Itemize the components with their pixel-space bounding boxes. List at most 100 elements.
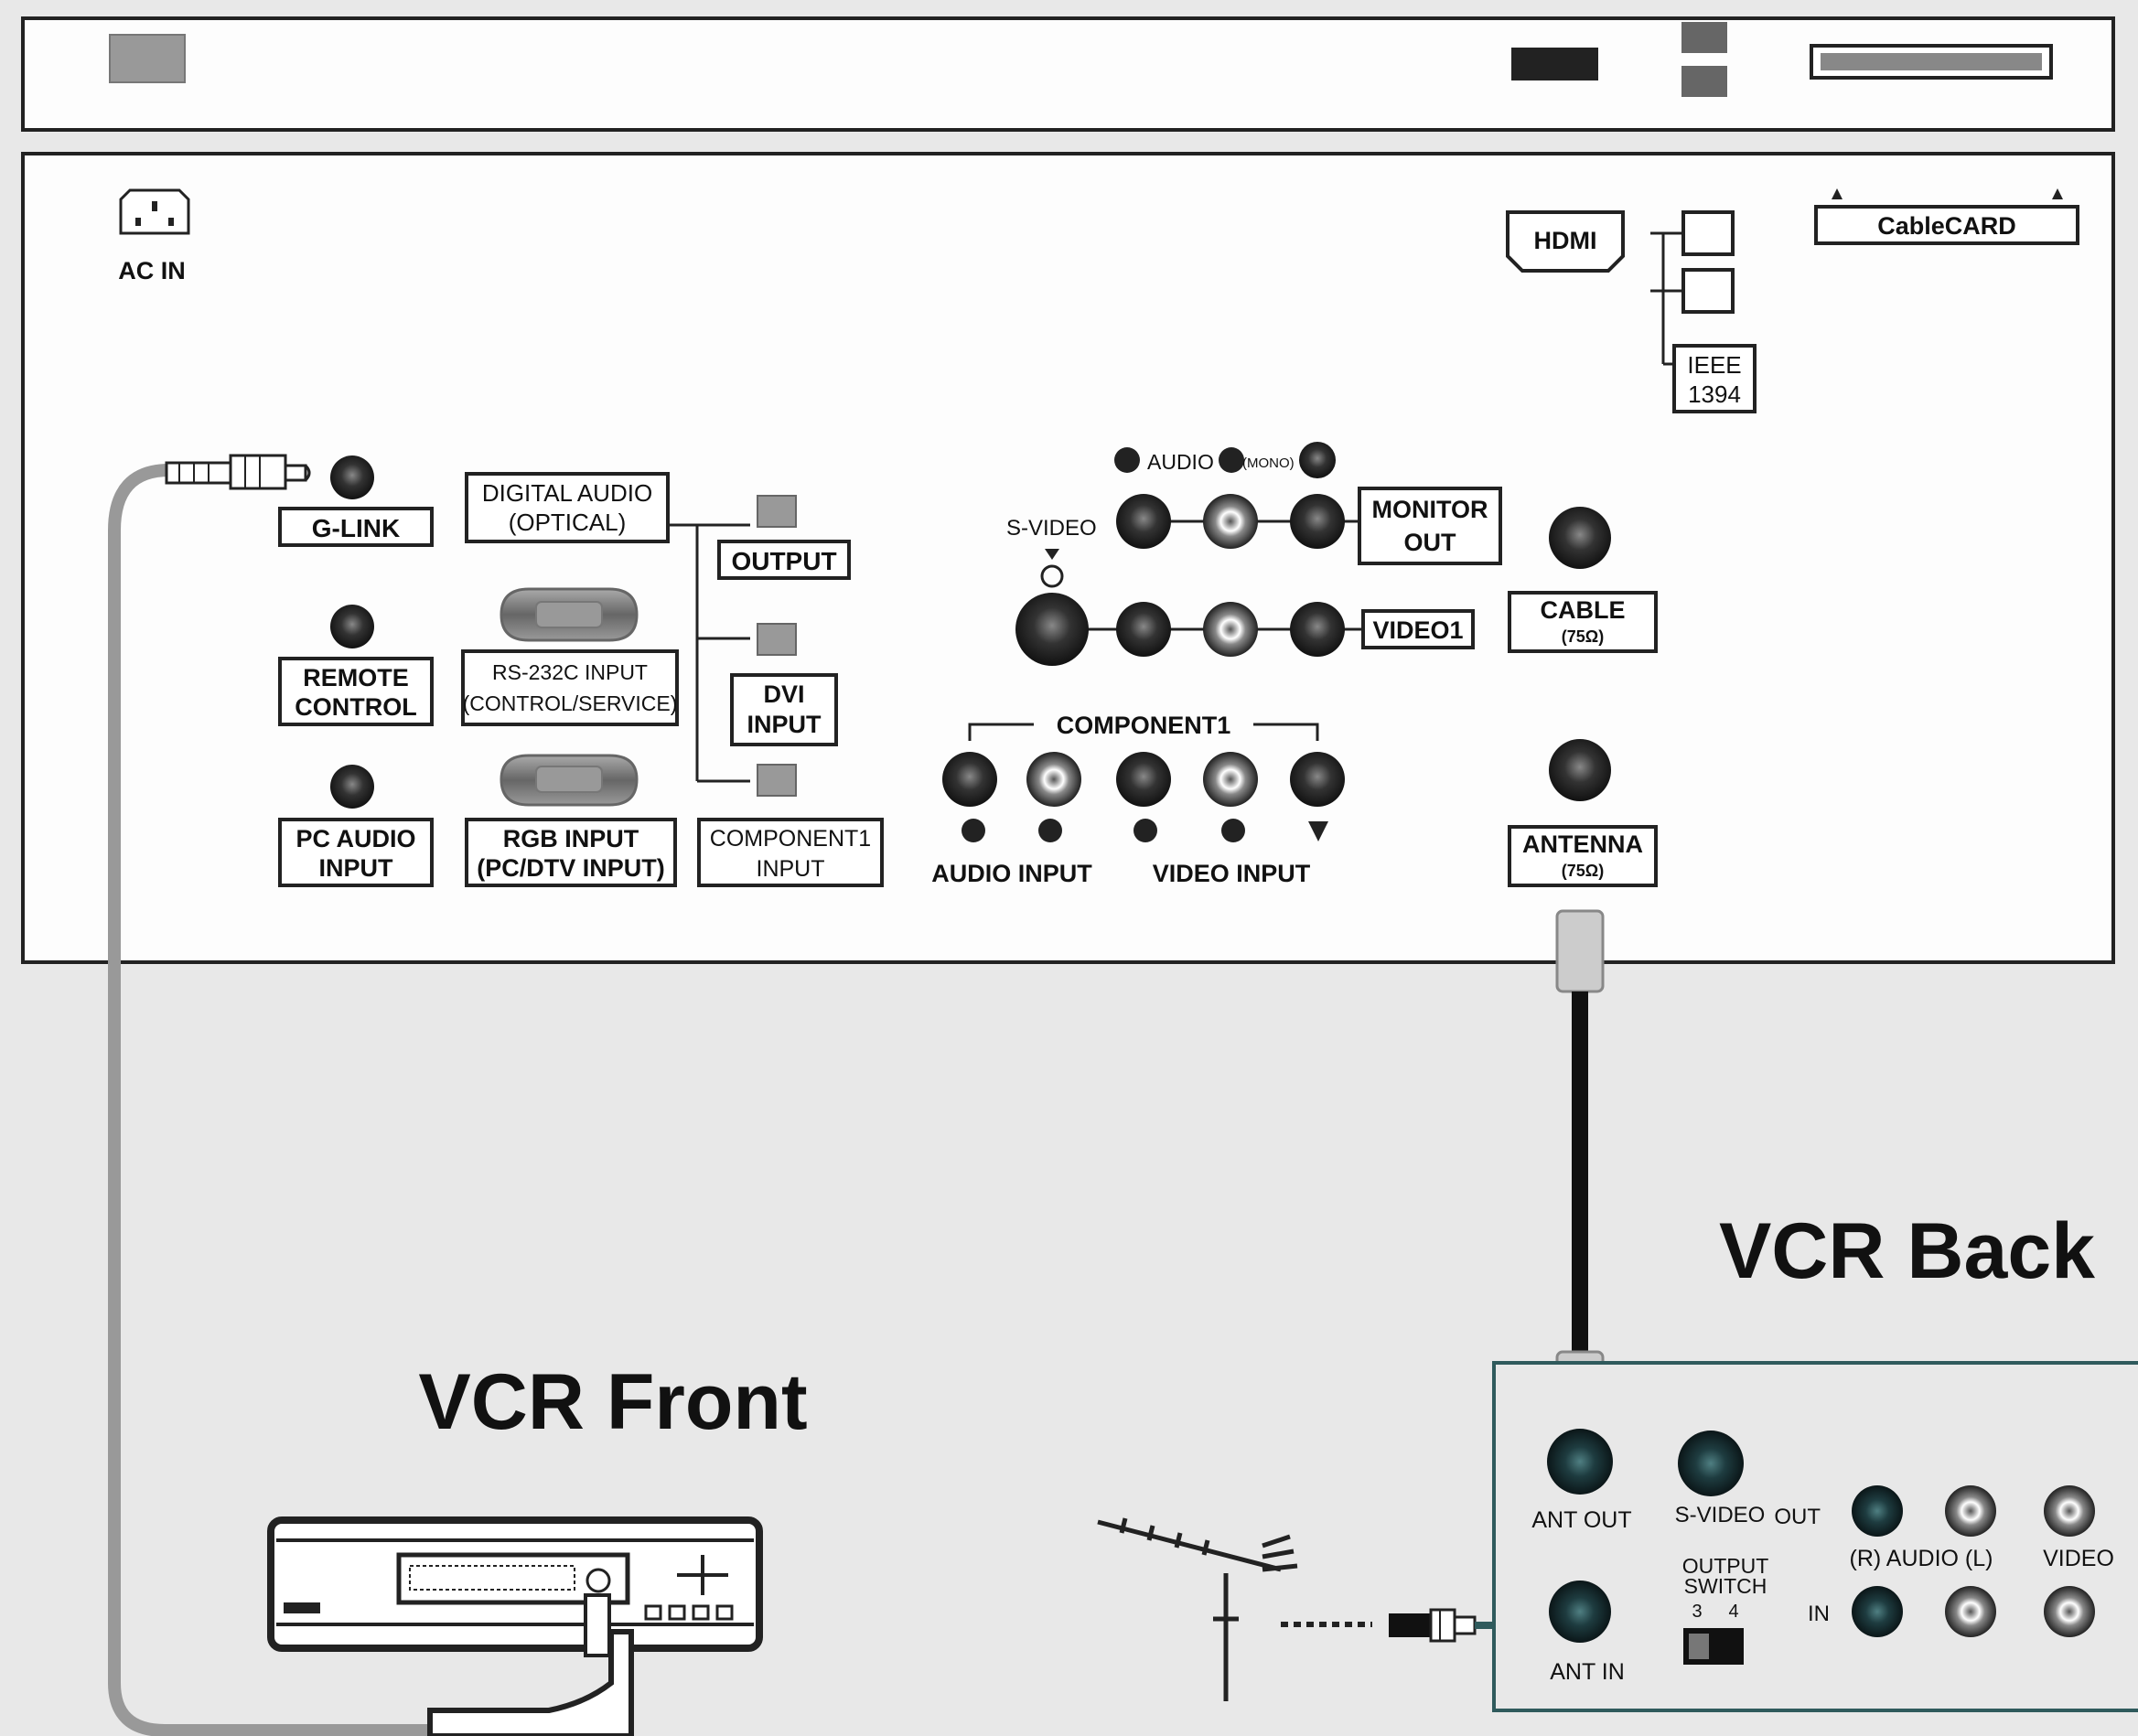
g-link-jack <box>330 455 374 499</box>
dvi-input-label-box <box>730 673 838 746</box>
remote-control-label-line1: REMOTE <box>303 664 409 691</box>
vcr-ant-out-jack <box>1547 1429 1613 1495</box>
g-link-label: G-LINK <box>312 514 400 542</box>
audio-mono-dot-mid <box>1219 447 1244 473</box>
vcr-back-panel <box>1492 1361 2138 1712</box>
antenna-label-line1: ANTENNA <box>1522 830 1643 858</box>
output-port <box>757 495 797 528</box>
ieee-1394-bracket <box>1650 231 1683 366</box>
rs232c-label-line2: (CONTROL/SERVICE) <box>463 691 678 715</box>
rgb-input-label-line1: RGB INPUT <box>503 825 639 852</box>
vcr-video-label: VIDEO <box>2043 1546 2114 1571</box>
cable-jack <box>1549 507 1611 569</box>
rs232c-label-line1: RS-232C INPUT <box>492 660 648 684</box>
video1-jack-3 <box>1290 602 1345 657</box>
outdoor-antenna-icon <box>1097 1517 1298 1701</box>
component1-audio-input-label: AUDIO INPUT <box>931 860 1092 887</box>
coax-cable <box>1572 991 1588 1354</box>
component1-video-dot-1 <box>1133 819 1157 842</box>
ac-in-socket <box>119 188 190 235</box>
vcr-audio-label: (R) AUDIO (L) <box>1850 1546 1993 1571</box>
vcr-switch-4: 4 <box>1728 1602 1738 1622</box>
ieee-1394-port-1 <box>1681 210 1735 256</box>
digital-audio-label-box <box>465 472 670 543</box>
g-link-cable <box>108 464 457 1736</box>
vcr-out-video-jack <box>2044 1485 2095 1537</box>
hdmi-label: HDMI <box>1534 227 1597 254</box>
audio-mono-dot-right <box>1299 442 1336 478</box>
antenna-label-line2: (75Ω) <box>1562 862 1604 880</box>
vcr-ant-in-jack <box>1549 1581 1611 1643</box>
monitor-out-jack-3 <box>1290 494 1345 549</box>
component1-header: COMPONENT1 <box>1057 712 1231 739</box>
rs232c-connector <box>500 587 639 642</box>
hdmi-port <box>1506 210 1625 273</box>
ieee-1394-label-line2: 1394 <box>1688 380 1741 408</box>
vcr-switch-3: 3 <box>1692 1602 1702 1622</box>
remote-control-label-box <box>278 657 434 726</box>
audio-mono-suffix: (MONO) <box>1242 455 1295 471</box>
component1-video-dot-2 <box>1221 819 1245 842</box>
cable-label-line2: (75Ω) <box>1562 627 1604 646</box>
cablecard-slot <box>1814 205 2079 245</box>
rgb-input-label-line2: (PC/DTV INPUT) <box>477 854 665 882</box>
top-port-black <box>1511 48 1598 80</box>
port-bracket <box>668 523 750 783</box>
monitor-out-label-line2: OUT <box>1404 529 1457 556</box>
cablecard-arrow-left <box>1832 188 1843 199</box>
g-link-plug <box>165 454 311 490</box>
cable-label-box <box>1508 591 1658 653</box>
g-link-label-box <box>278 507 434 547</box>
ac-in-label: AC IN <box>118 257 186 284</box>
audio-mono-dot-left <box>1114 447 1140 473</box>
vcr-s-video-label: S-VIDEO <box>1675 1503 1766 1527</box>
cablecard-label: CableCARD <box>1877 212 2016 240</box>
pc-audio-label-box <box>278 818 434 887</box>
video1-jack-1 <box>1116 602 1171 657</box>
dvi-input-label-line2: INPUT <box>747 711 822 738</box>
vcr-s-video-jack <box>1678 1431 1744 1496</box>
monitor-out-jack-2 <box>1203 494 1258 549</box>
component1-audio-dot-1 <box>962 819 985 842</box>
s-video-label: S-VIDEO <box>1006 516 1097 541</box>
vcr-out-label: OUT <box>1774 1505 1821 1529</box>
vcr-in-video-jack <box>2044 1586 2095 1637</box>
component1-video-jack-pb <box>1203 752 1258 807</box>
vcr-output-switch <box>1683 1628 1744 1665</box>
dvi-input-port <box>757 623 797 656</box>
rgb-input-connector <box>500 754 639 807</box>
pc-audio-label-line1: PC AUDIO <box>295 825 415 852</box>
vcr-in-audio-r-jack <box>1852 1586 1903 1637</box>
top-port-small-2 <box>1681 66 1727 97</box>
component1-video-jack-pr <box>1290 752 1345 807</box>
video1-jack-2 <box>1203 602 1258 657</box>
digital-audio-label-line1: DIGITAL AUDIO <box>482 479 652 507</box>
component1-input-label-line1: COMPONENT1 <box>710 826 871 852</box>
component1-audio-dot-2 <box>1038 819 1062 842</box>
component1-video-dot-3 <box>1308 821 1328 841</box>
monitor-out-label-line1: MONITOR <box>1372 496 1488 523</box>
top-port-gray <box>109 34 186 83</box>
ieee-1394-port-2 <box>1681 268 1735 314</box>
digital-audio-label-line2: (OPTICAL) <box>509 509 627 536</box>
component1-video-jack-y <box>1116 752 1171 807</box>
antenna-jack <box>1549 739 1611 801</box>
vcr-in-label: IN <box>1808 1602 1830 1626</box>
vcr-ant-out-label: ANT OUT <box>1531 1507 1631 1533</box>
vcr-ant-in-label: ANT IN <box>1550 1659 1625 1685</box>
component1-audio-jack-1 <box>942 752 997 807</box>
ieee-1394-label-line1: IEEE <box>1687 351 1741 379</box>
s-video-symbol <box>1040 564 1064 588</box>
top-port-small-1 <box>1681 22 1727 53</box>
video1-label-box <box>1361 609 1475 649</box>
cablecard-arrow-right <box>2052 188 2063 199</box>
cable-label-line1: CABLE <box>1541 596 1626 624</box>
component1-audio-jack-2 <box>1026 752 1081 807</box>
antenna-label-box <box>1508 825 1658 887</box>
s-video-arrow <box>1045 549 1059 560</box>
output-label-box <box>717 540 851 580</box>
vcr-out-audio-l-jack <box>1945 1485 1996 1537</box>
vcr-in-audio-l-jack <box>1945 1586 1996 1637</box>
audio-mono-label: AUDIO <box>1147 450 1214 474</box>
